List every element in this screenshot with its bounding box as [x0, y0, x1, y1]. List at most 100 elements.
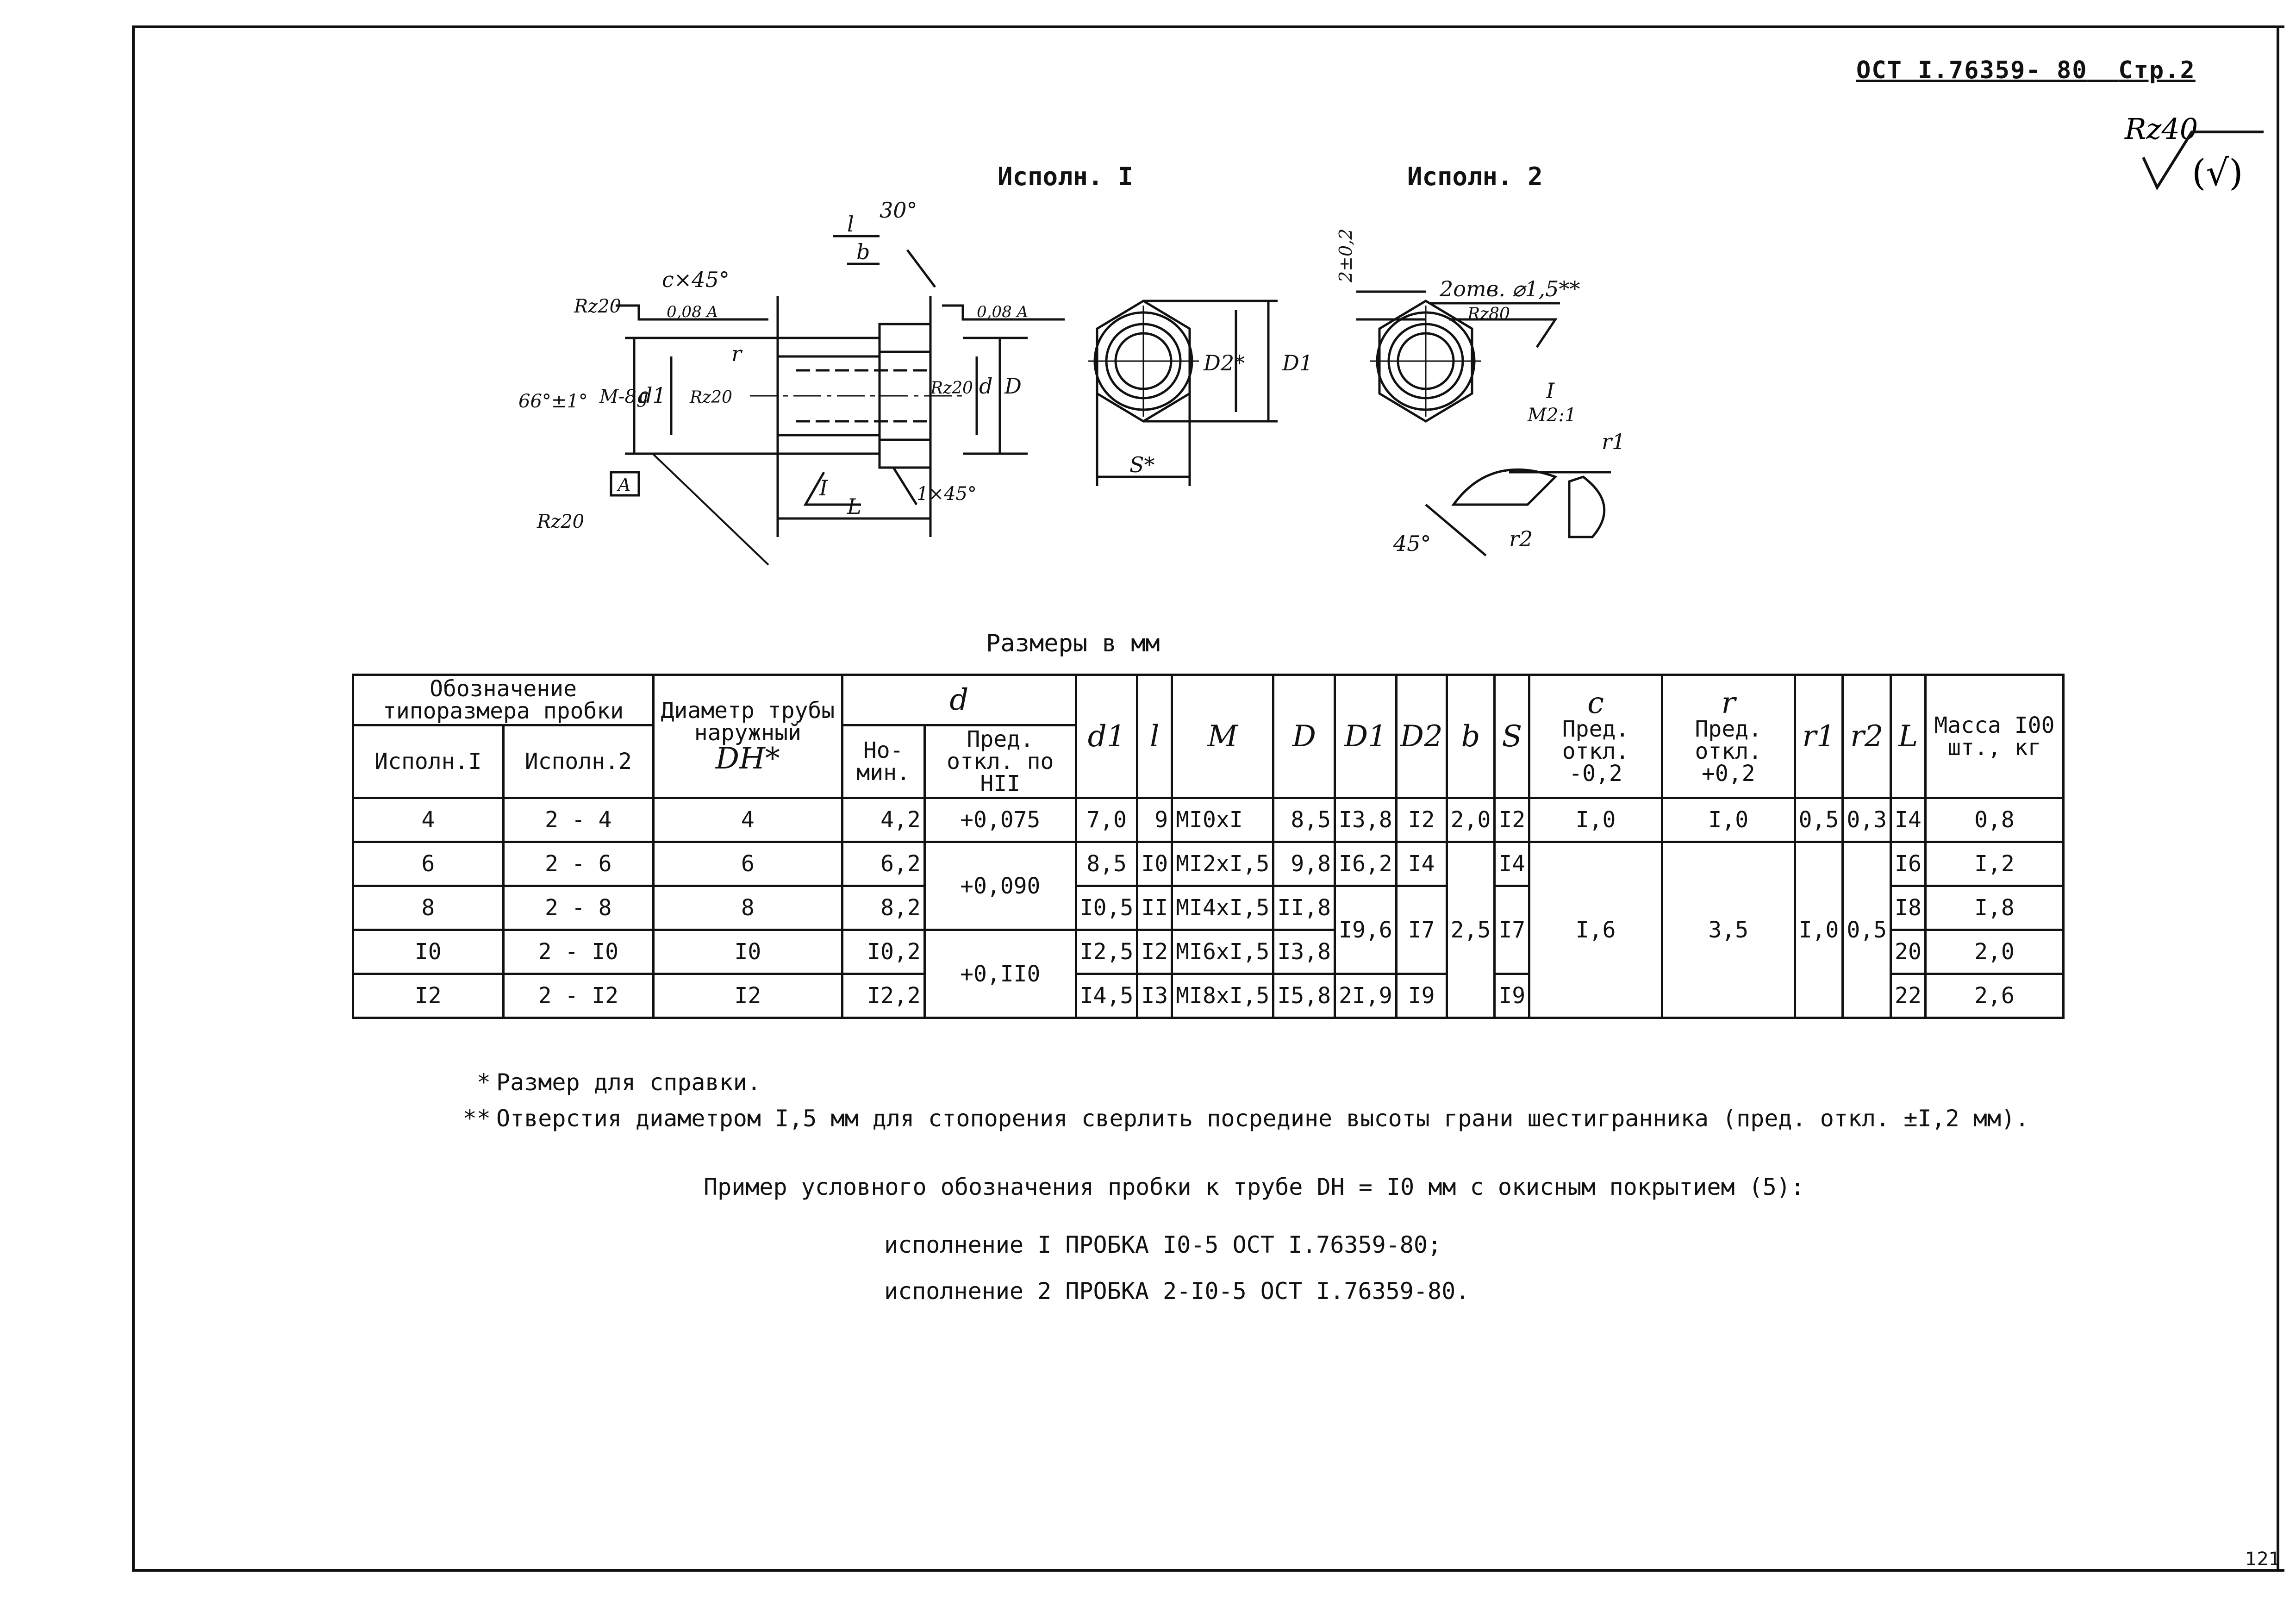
cell-d1: I2,5	[1074, 929, 1139, 975]
cell-m: MI6xI,5	[1171, 929, 1275, 975]
cell-S: I4	[1493, 841, 1531, 887]
cell-v1: I0	[352, 929, 505, 975]
cell-dh: 8	[652, 885, 843, 931]
col-L-symbol: L	[1898, 719, 1918, 754]
cell-d1: 8,5	[1074, 841, 1139, 887]
cell-D1: I9,6	[1334, 885, 1398, 975]
cell-mass: 0,8	[1924, 797, 2065, 843]
col-r2-symbol: r2	[1850, 719, 1884, 754]
variant1-title: Исполн. I	[998, 162, 1133, 191]
cell-b: 2,0	[1445, 797, 1496, 843]
col-r-tolerance: Пред. откл. +0,2	[1695, 716, 1762, 787]
col-d-nominal: Но- мин.	[841, 724, 926, 799]
variant1-end-view	[1088, 300, 1278, 486]
drawing-frame-right-edge	[2277, 25, 2279, 1572]
col-r1: r1	[1793, 674, 1844, 799]
col-r-symbol: r	[1721, 686, 1736, 720]
col-D: D	[1272, 674, 1336, 799]
footnote-1-mark: *	[476, 1069, 491, 1096]
col-b: b	[1445, 674, 1496, 799]
col-d-symbol: d	[949, 683, 969, 717]
cell-d-tol: +0,090	[923, 841, 1077, 931]
cell-dh: I0	[652, 929, 843, 975]
cell-L: I6	[1890, 841, 1927, 887]
col-D2: D2	[1395, 674, 1448, 799]
cell-D2: I4	[1395, 841, 1448, 887]
footnote-2-text: Отверстия диаметром I,5 мм для стопорени…	[496, 1105, 2029, 1132]
cell-dh: 4	[652, 797, 843, 843]
cell-l: II	[1136, 885, 1173, 931]
cell-D1: I3,8	[1334, 797, 1398, 843]
label-dim-l: l	[847, 212, 854, 237]
cell-m: MI8xI,5	[1171, 973, 1275, 1019]
table-row: 6 2 - 6 6 6,2 +0,090 8,5 I0 MI2xI,5 9,8 …	[352, 841, 2065, 1019]
cell-v2: 2 - 8	[502, 885, 655, 931]
label-chamfer-1: 1×45°	[917, 483, 977, 505]
page-number: 121	[2245, 1549, 2281, 1570]
footnote-2-mark: **	[462, 1105, 491, 1132]
col-pipe-diameter: Диаметр трубы наружный DH*	[652, 674, 843, 799]
drawing-frame	[132, 25, 2284, 1572]
label-dim-m: M-8g	[599, 386, 649, 407]
variant2-end-view	[1356, 290, 1560, 423]
label-dim-D2: D2*	[1203, 350, 1245, 375]
cell-D2: I9	[1395, 973, 1448, 1019]
table-row: 8 2 - 8 8 8,2 I0,5 II MI4xI,5 II,8 I9,6 …	[352, 885, 2065, 975]
cell-mass: I,2	[1924, 841, 2065, 887]
cell-mass: I,8	[1924, 885, 2065, 931]
cell-r2: 0,3	[1841, 797, 1892, 843]
label-dim-r: r	[731, 341, 743, 366]
label-tol-frame-left: 0,08 A	[667, 303, 718, 321]
cell-d: 4,2	[841, 797, 926, 843]
cell-S: I2	[1493, 797, 1531, 843]
table-row: I2 2 - I2 I2 I2,2 I4,5 I3 MI8xI,5 I5,8 2…	[352, 973, 2065, 1019]
cell-l: I2	[1136, 929, 1173, 975]
label-dim-b: b	[856, 239, 870, 264]
table-row: I0 2 - I0 I0 I0,2 +0,II0 I2,5 I2 MI6xI,5…	[352, 929, 2065, 1019]
col-variant2: Исполн.2	[502, 724, 655, 799]
cell-S: I7	[1493, 885, 1531, 975]
col-d1: d1	[1074, 674, 1139, 799]
cell-D: 9,8	[1272, 841, 1336, 887]
cell-D: I5,8	[1272, 973, 1336, 1019]
cell-D: 8,5	[1272, 797, 1336, 843]
col-L: L	[1890, 674, 1927, 799]
cell-r: 3,5	[1660, 841, 1796, 1019]
cell-d: 8,2	[841, 885, 926, 931]
cell-d-tol: +0,075	[923, 797, 1077, 843]
col-D2-symbol: D2	[1400, 719, 1443, 754]
page-label: Стр.2	[2118, 56, 2196, 84]
cell-b: 2,5	[1445, 841, 1496, 1019]
col-variant1: Исполн.I	[352, 724, 505, 799]
variant2-title: Исполн. 2	[1407, 162, 1543, 191]
cell-d-tol: +0,II0	[923, 929, 1077, 1019]
variant1-side-view	[610, 235, 1065, 566]
cell-v1: 8	[352, 885, 505, 931]
cell-D1: 2I,9	[1334, 973, 1398, 1019]
roughness-suffix: (√)	[2192, 152, 2243, 194]
cell-L: I4	[1890, 797, 1927, 843]
document-header: ОСТ I.76359- 80 Стр.2	[1856, 56, 2196, 84]
cell-D1: I6,2	[1334, 841, 1398, 887]
footnote-1: *Размер для справки.	[440, 1065, 2029, 1101]
cell-v2: 2 - I2	[502, 973, 655, 1019]
cell-D2: I2	[1395, 797, 1448, 843]
example-line-1: исполнение I ПРОБКА I0-5 ОСТ I.76359-80;	[884, 1231, 1442, 1258]
col-r2: r2	[1841, 674, 1892, 799]
cell-l: 9	[1136, 797, 1173, 843]
col-d: d	[841, 674, 1077, 726]
cell-v1: 4	[352, 797, 505, 843]
cell-m: MI2xI,5	[1171, 841, 1275, 887]
cell-m: MI0xI	[1171, 797, 1275, 843]
col-c-symbol: c	[1587, 686, 1604, 720]
label-angle-30: 30°	[880, 198, 917, 223]
cell-S: I9	[1493, 973, 1531, 1019]
cell-c: I,0	[1528, 797, 1663, 843]
label-rz20-b: Rz20	[689, 388, 732, 407]
label-dim-S: S*	[1129, 452, 1155, 477]
label-dim-D1: D1	[1282, 350, 1313, 375]
cell-v2: 2 - I0	[502, 929, 655, 975]
table-row: 4 2 - 4 4 4,2 +0,075 7,0 9 MI0xI 8,5 I3,…	[352, 797, 2065, 843]
cell-dh: I2	[652, 973, 843, 1019]
label-rz20-d: Rz20	[537, 511, 584, 532]
